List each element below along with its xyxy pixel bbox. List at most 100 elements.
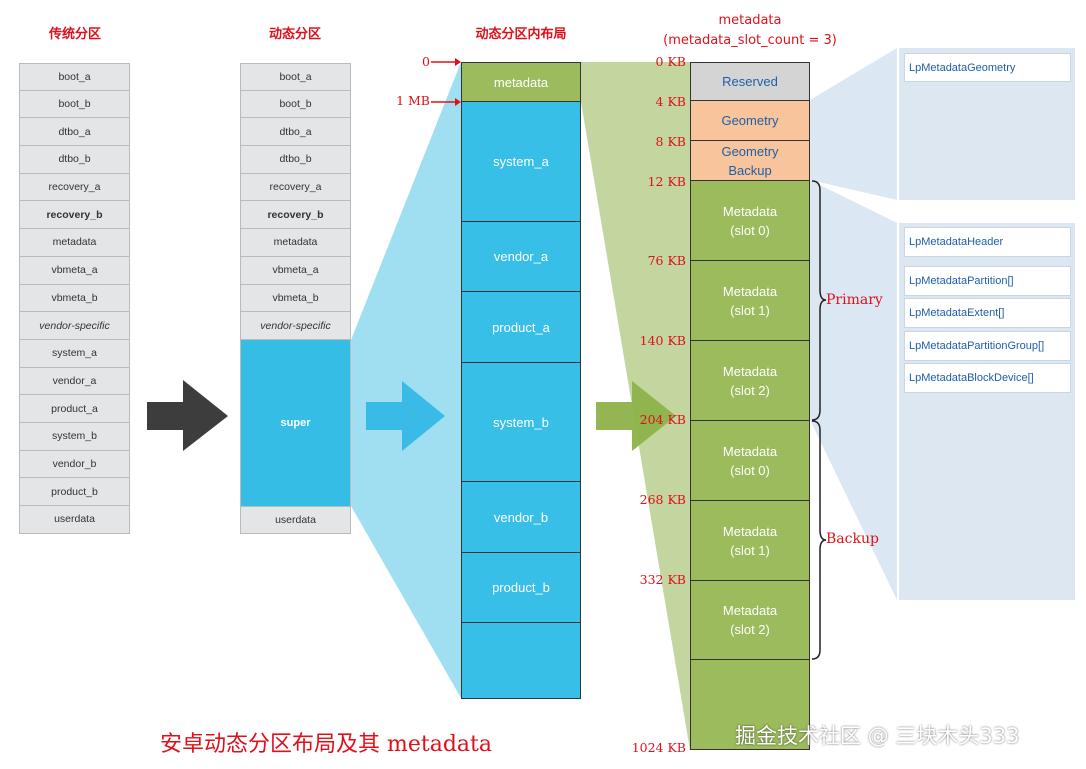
partition-cell: dtbo_a (19, 118, 130, 147)
offset-label: 4 KB (655, 94, 686, 109)
slot-number: (slot 0) (730, 222, 770, 238)
partition-cell: dtbo_a (240, 118, 351, 147)
traditional-heading: 传统分区 (48, 27, 101, 42)
partition-cell: boot_b (19, 90, 130, 119)
geometry-backup-label-1: Geometry (721, 143, 779, 159)
super-layout-column: metadata system_a vendor_a product_a sys… (461, 62, 581, 699)
partition-cell: vbmeta_a (240, 256, 351, 285)
partition-cell: userdata (19, 506, 130, 534)
layout-partition: vendor_a (461, 222, 581, 292)
green-arrow (596, 381, 676, 451)
struct-extent: LpMetadataExtent[] (904, 298, 1071, 328)
offset-label: 8 KB (655, 134, 686, 149)
geometry-backup-block: Geometry Backup (690, 141, 810, 181)
partition-cell: vendor_a (19, 367, 130, 396)
backup-label: Backup (826, 531, 879, 547)
metadata-slot-block: Metadata (slot 0) (690, 181, 810, 261)
partition-cell: recovery_a (19, 173, 130, 202)
traditional-partition-table: boot_a boot_b dtbo_a dtbo_b recovery_a r… (19, 63, 130, 534)
primary-label: Primary (826, 292, 883, 308)
offset-1mb: 1 MB (396, 93, 430, 108)
partition-cell: system_b (19, 422, 130, 451)
backup-brace (811, 420, 827, 660)
partition-cell: product_a (19, 395, 130, 423)
offset-label: 140 KB (639, 333, 686, 348)
big-dark-arrow (147, 380, 228, 451)
layout-partition: product_a (461, 292, 581, 363)
partition-cell: recovery_b (19, 201, 130, 230)
metadata-slot-block: Metadata (slot 2) (690, 581, 810, 660)
slot-title: Metadata (722, 603, 778, 618)
offset-label: 1024 KB (631, 740, 686, 755)
partition-cell: boot_a (240, 63, 351, 91)
metadata-heading: metadata (718, 13, 782, 28)
struct-block-device: LpMetadataBlockDevice[] (904, 363, 1071, 393)
partition-cell: product_b (19, 478, 130, 506)
partition-cell: dtbo_b (240, 146, 351, 174)
partition-cell: metadata (19, 229, 130, 257)
slot-number: (slot 2) (730, 622, 770, 637)
watermark: 掘金技术社区 @ 三块木头333 (735, 724, 1020, 748)
partition-cell: vbmeta_a (19, 256, 130, 285)
slot-number: (slot 1) (730, 302, 770, 318)
dynamic-partition-table: boot_a boot_b dtbo_a dtbo_b recovery_a r… (240, 63, 351, 534)
offset-0: 0 (422, 54, 430, 69)
metadata-slot-block: Metadata (slot 2) (690, 341, 810, 421)
partition-cell: recovery_b (240, 201, 351, 230)
partition-cell: recovery_a (240, 173, 351, 202)
geometry-block: Geometry (690, 101, 810, 141)
partition-cell: system_a (19, 339, 130, 368)
reserved-block: Reserved (690, 62, 810, 101)
metadata-free-block (690, 660, 810, 750)
layout-partition: vendor_b (461, 482, 581, 553)
metadata-slot-block: Metadata (slot 1) (690, 261, 810, 341)
layout-partition: product_b (461, 553, 581, 623)
geometry-projection (810, 48, 897, 200)
struct-partition: LpMetadataPartition[] (904, 266, 1071, 296)
slot-title: Metadata (722, 523, 778, 539)
slot-title: Metadata (722, 203, 778, 219)
partition-cell: dtbo_b (19, 146, 130, 174)
partition-cell: vendor_b (19, 450, 130, 479)
offset-label: 0 KB (655, 54, 686, 69)
userdata-partition: userdata (240, 505, 351, 534)
offset-label: 12 KB (647, 174, 686, 189)
offset-label: 332 KB (639, 572, 686, 587)
metadata-slot-block: Metadata (slot 1) (690, 501, 810, 581)
layout-free-space (461, 623, 581, 699)
slot-number: (slot 1) (730, 542, 770, 558)
metadata-subheading: (metadata_slot_count = 3) (663, 33, 837, 48)
partition-cell: vendor-specific (240, 312, 351, 340)
struct-header: LpMetadataHeader (904, 227, 1071, 257)
struct-group: LpMetadataPartitionGroup[] (904, 331, 1071, 361)
metadata-layout-column: Reserved Geometry Geometry Backup Metada… (690, 62, 810, 750)
geometry-label: Geometry (721, 113, 779, 128)
geometry-backup-label-2: Backup (728, 162, 772, 178)
struct-geometry: LpMetadataGeometry (904, 53, 1071, 82)
partition-cell: metadata (240, 229, 351, 257)
super-projection (351, 62, 461, 698)
slot-title: Metadata (722, 363, 778, 379)
dynamic-heading: 动态分区 (268, 27, 321, 42)
super-partition: super (240, 339, 351, 506)
offset-label: 204 KB (639, 412, 686, 427)
partition-cell: vendor-specific (19, 312, 130, 340)
metadata-slot-block: Metadata (slot 0) (690, 421, 810, 501)
super-metadata-block: metadata (461, 62, 581, 102)
metadata-struct-projection (810, 180, 897, 600)
slot-number: (slot 2) (730, 382, 770, 398)
blue-arrow (366, 381, 445, 451)
slot-number: (slot 0) (730, 462, 770, 478)
partition-cell: boot_a (19, 63, 130, 91)
reserved-label: Reserved (722, 74, 778, 89)
partition-cell: boot_b (240, 90, 351, 119)
partition-cell: vbmeta_b (19, 284, 130, 313)
offset-label: 268 KB (639, 492, 686, 507)
slot-title: Metadata (722, 443, 778, 459)
slot-title: Metadata (722, 283, 778, 299)
offset-label: 76 KB (647, 253, 686, 268)
layout-partition: system_a (461, 102, 581, 222)
layout-partition: system_b (461, 363, 581, 482)
primary-brace (811, 180, 827, 421)
